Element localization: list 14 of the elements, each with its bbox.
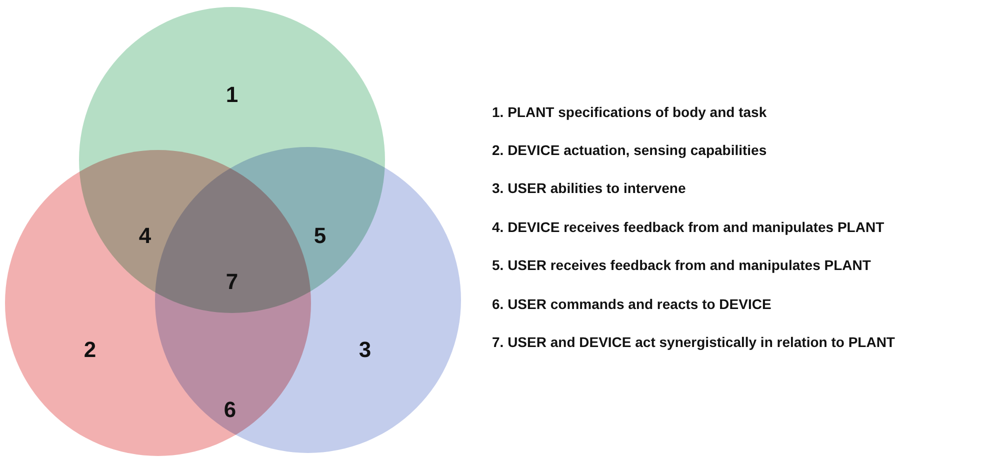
region-number: 6	[224, 397, 236, 423]
list-item: 5. USER receives feedback from and manipulates PLANT	[492, 257, 871, 273]
list-item: 1. PLANT specifications of body and task	[492, 104, 767, 120]
list-item: 2. DEVICE actuation, sensing capabilities	[492, 142, 767, 158]
region-number: 7	[226, 269, 238, 295]
region-number: 3	[358, 337, 372, 363]
list-item: 6. USER commands and reacts to DEVICE	[492, 296, 772, 312]
list-item: 7. USER and DEVICE act synergistically in relation to PLANT	[492, 334, 895, 350]
list-item: 4. DEVICE receives feedback from and manipulates PLANT	[492, 219, 884, 235]
region-number: 5	[314, 223, 326, 249]
list-item: 3. USER abilities to intervene	[492, 180, 686, 196]
region-number: 4	[138, 223, 152, 249]
region-number: 1	[226, 82, 238, 108]
region-number: 2	[84, 337, 96, 363]
